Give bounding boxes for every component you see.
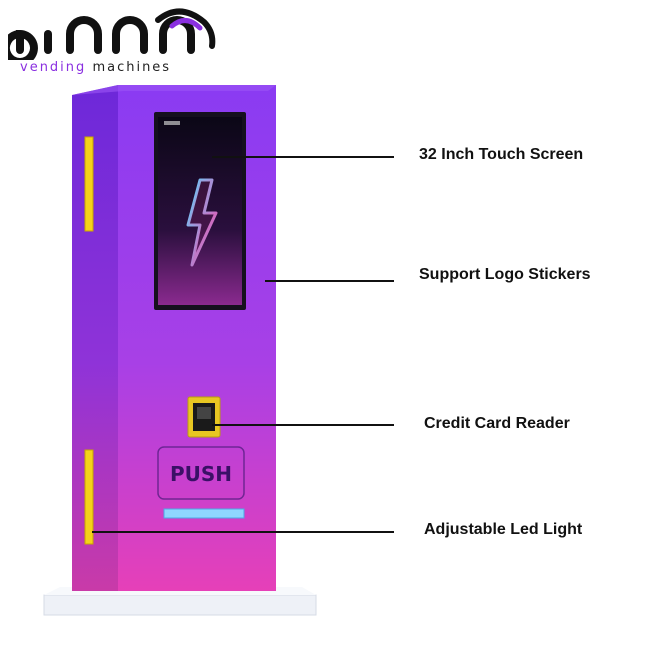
callout-label-logo: Support Logo Stickers — [419, 266, 591, 283]
brand-sub-left: vending — [20, 60, 87, 75]
base-plate — [43, 594, 317, 616]
touch-screen — [158, 117, 242, 305]
callout-line-logo — [265, 280, 394, 282]
callout-label-led: Adjustable Led Light — [424, 521, 583, 538]
dispenser-slot — [163, 508, 245, 519]
push-label: PUSH — [170, 462, 232, 486]
anna-logo-mark — [8, 8, 216, 60]
callout-label-card: Credit Card Reader — [424, 415, 570, 432]
vending-machine: PUSH — [40, 85, 330, 625]
callout-line-led — [92, 531, 394, 533]
brand-sub-right: machines — [92, 60, 172, 75]
brand-tagline: vending machines — [20, 60, 171, 75]
led-strip-top — [84, 136, 94, 232]
callout-label-screen: 32 Inch Touch Screen — [419, 146, 584, 163]
push-door — [157, 446, 245, 500]
lightning-bolt-icon — [186, 178, 218, 267]
callout-line-card — [212, 424, 394, 426]
brand-logo: vending machines — [8, 4, 218, 82]
callout-line-screen — [212, 156, 394, 158]
vending-machine-illustration: PUSH — [43, 85, 317, 616]
side-panel — [72, 85, 118, 591]
led-strip-bottom — [84, 449, 94, 545]
